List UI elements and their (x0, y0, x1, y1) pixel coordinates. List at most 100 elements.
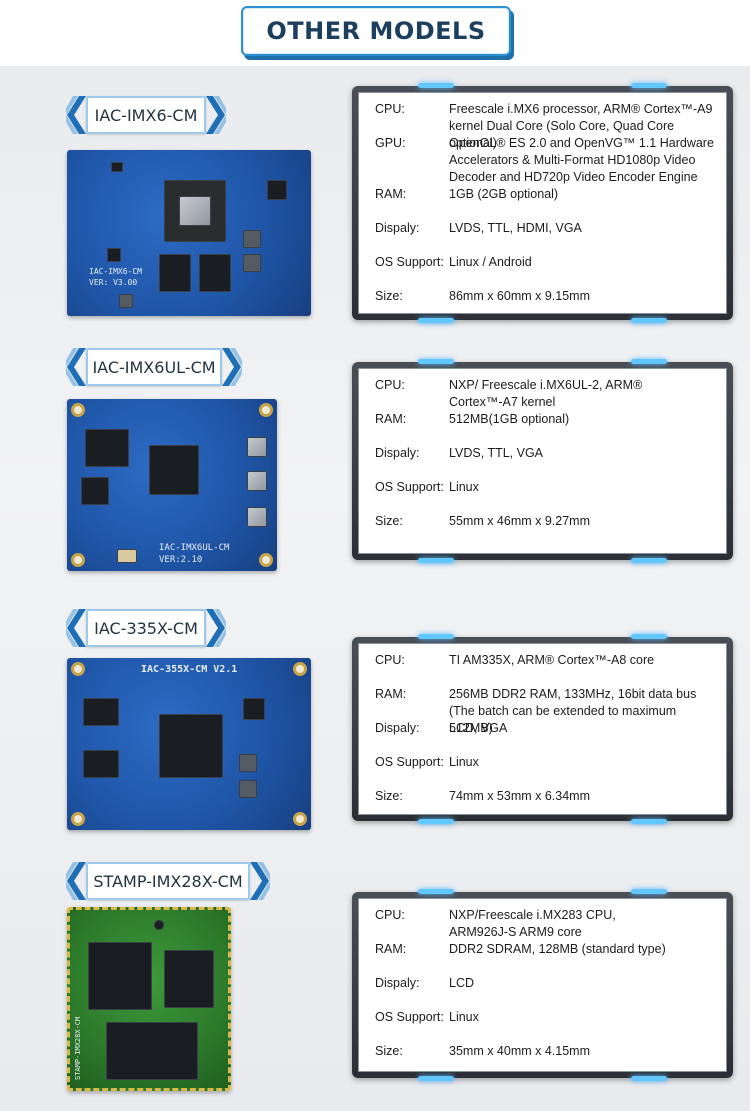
ic-chip (243, 698, 265, 720)
inductor (247, 437, 267, 457)
spec-card-imx28x: CPU:NXP/Freescale i.MX283 CPU, ARM926J-S… (352, 889, 733, 1081)
glow-accent (631, 819, 667, 824)
board-version: VER:2.10 (159, 555, 203, 565)
chevron-right-icon (206, 609, 226, 647)
board-silkscreen: IAC-IMX6-CM (89, 267, 142, 276)
board-image-imx6: IAC-IMX6-CM VER: V3.00 (67, 150, 311, 316)
chevron-left-icon (66, 96, 86, 134)
model-label-imx6: IAC-IMX6-CM (66, 96, 226, 134)
model-name: IAC-335X-CM (94, 618, 198, 638)
chevron-right-icon (206, 96, 226, 134)
spec-row-ram: RAM:DDR2 SDRAM, 128MB (standard type) (375, 942, 666, 956)
spec-row-ram: RAM:256MB DDR2 RAM, 133MHz, 16bit data b… (375, 687, 697, 735)
glow-accent (631, 558, 667, 563)
spec-card-335x: CPU:TI AM335X, ARM® Cortex™-A8 core RAM:… (352, 634, 733, 824)
spec-row-cpu: CPU:Freescale i.MX6 processor, ARM® Cort… (375, 102, 713, 150)
inductor (243, 254, 261, 272)
ram-chip (83, 750, 119, 778)
model-name: IAC-IMX6-CM (94, 105, 198, 125)
ram-chip (159, 254, 191, 292)
cpu-chip (88, 942, 152, 1010)
glow-accent (418, 558, 454, 563)
chevron-right-icon (222, 348, 242, 386)
header-title: OTHER MODELS (266, 17, 486, 45)
spec-row-os: OS Support:Linux / Android (375, 255, 532, 269)
inductor (243, 230, 261, 248)
spec-row-ram: RAM:1GB (2GB optional) (375, 187, 559, 201)
switch (111, 162, 123, 172)
chevron-left-icon (66, 609, 86, 647)
spec-row-cpu: CPU:NXP/Freescale i.MX283 CPU, ARM926J-S… (375, 908, 616, 939)
glow-accent (631, 1076, 667, 1081)
spec-row-size: Size:86mm x 60mm x 9.15mm (375, 289, 591, 303)
spec-row-os: OS Support:Linux (375, 755, 479, 769)
spec-panel: CPU:TI AM335X, ARM® Cortex™-A8 core RAM:… (358, 643, 727, 815)
spec-panel: CPU:NXP/Freescale i.MX283 CPU, ARM926J-S… (358, 898, 727, 1072)
spec-card-imx6: CPU:Freescale i.MX6 processor, ARM® Cort… (352, 83, 733, 323)
glow-accent (418, 1076, 454, 1081)
mount-hole (259, 553, 273, 567)
cpu-die (179, 196, 211, 226)
model-name: STAMP-IMX28X-CM (93, 871, 243, 891)
board-version: VER: V3.00 (89, 278, 138, 287)
inductor (247, 507, 267, 527)
spec-row-gpu: GPU:OpenGL® ES 2.0 and OpenVG™ 1.1 Hardw… (375, 136, 714, 184)
ram-chip (199, 254, 231, 292)
mount-hole (293, 812, 307, 826)
mount-hole (71, 662, 85, 676)
spec-row-display: Dispaly:LVDS, TTL, HDMI, VGA (375, 221, 582, 235)
spec-row-display: Dispaly:LCD, VGA (375, 721, 508, 735)
spec-row-size: Size:35mm x 40mm x 4.15mm (375, 1044, 591, 1058)
switch (117, 549, 137, 563)
spec-row-os: OS Support:Linux (375, 480, 479, 494)
mount-hole (293, 662, 307, 676)
glow-accent (418, 819, 454, 824)
model-label-box: IAC-IMX6-CM (86, 96, 206, 134)
mount-hole (71, 553, 85, 567)
ic-chip (81, 477, 109, 505)
glow-accent (631, 318, 667, 323)
spec-row-cpu: CPU:TI AM335X, ARM® Cortex™-A8 core (375, 653, 655, 667)
component (119, 294, 133, 308)
model-name: IAC-IMX6UL-CM (92, 357, 216, 377)
spec-row-size: Size:74mm x 53mm x 6.34mm (375, 789, 591, 803)
chevron-right-icon (250, 862, 270, 900)
board-image-335x: IAC-355X-CM V2.1 (67, 658, 311, 830)
spec-row-ram: RAM:512MB(1GB optional) (375, 412, 570, 426)
mount-hole (71, 403, 85, 417)
ram-chip (83, 698, 119, 726)
mount-hole (71, 812, 85, 826)
ram-chip (85, 429, 129, 467)
board-silkscreen: IAC-IMX6UL-CM (159, 543, 230, 553)
inductor (239, 754, 257, 772)
component (154, 920, 164, 930)
board-silkscreen: STAMP-IMX28X-CM (74, 1016, 82, 1080)
glow-accent (418, 318, 454, 323)
inductor (239, 780, 257, 798)
board-image-imx6ul: IAC-IMX6UL-CM VER:2.10 (67, 399, 277, 571)
ic-chip (267, 180, 287, 200)
chevron-left-icon (66, 348, 86, 386)
board-image-imx28x: STAMP-IMX28X-CM (67, 907, 231, 1091)
model-label-imx6ul: IAC-IMX6UL-CM (66, 348, 242, 386)
inductor (247, 471, 267, 491)
model-label-335x: IAC-335X-CM (66, 609, 226, 647)
spec-panel: CPU:NXP/ Freescale i.MX6UL-2, ARM® Corte… (358, 368, 727, 554)
model-label-imx28x: STAMP-IMX28X-CM (66, 862, 270, 900)
board-silkscreen: IAC-355X-CM V2.1 (141, 664, 238, 675)
cpu-chip (149, 445, 199, 495)
spec-card-imx6ul: CPU:NXP/ Freescale i.MX6UL-2, ARM® Corte… (352, 359, 733, 563)
other-models-header: OTHER MODELS (241, 6, 511, 56)
chevron-left-icon (66, 862, 86, 900)
model-label-box: STAMP-IMX28X-CM (86, 862, 250, 900)
model-label-box: IAC-335X-CM (86, 609, 206, 647)
spec-row-display: Dispaly:LVDS, TTL, VGA (375, 446, 544, 460)
mount-hole (259, 403, 273, 417)
cpu-chip (159, 714, 223, 778)
ram-chip (164, 950, 214, 1008)
ic-chip (107, 248, 121, 262)
spec-row-size: Size:55mm x 46mm x 9.27mm (375, 514, 591, 528)
spec-row-cpu: CPU:NXP/ Freescale i.MX6UL-2, ARM® Corte… (375, 378, 643, 409)
spec-panel: CPU:Freescale i.MX6 processor, ARM® Cort… (358, 92, 727, 314)
model-label-box: IAC-IMX6UL-CM (86, 348, 222, 386)
